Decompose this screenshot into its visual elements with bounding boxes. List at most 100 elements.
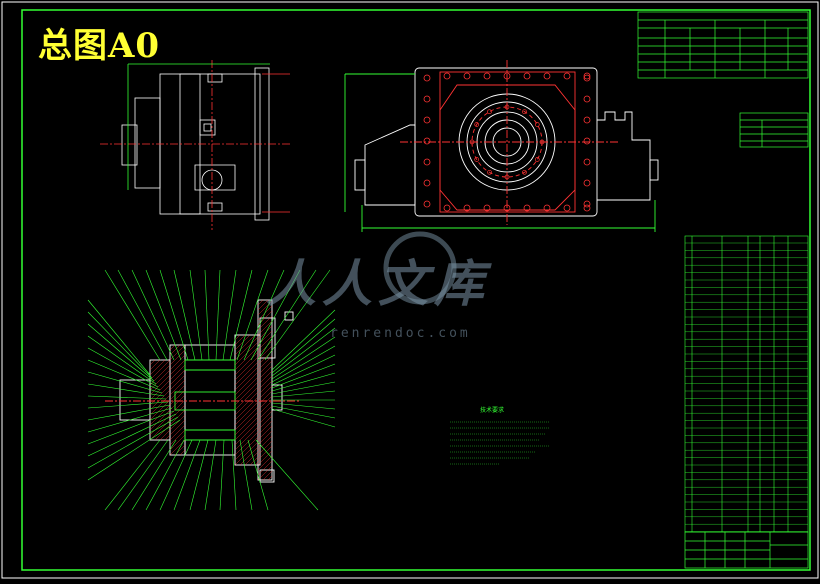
hatch-line [169,344,176,351]
watermark-text: 人人文库 [266,254,490,313]
leader-line [255,439,319,511]
bolt-hole [543,204,551,212]
hatch-line [234,334,261,361]
hatch-line [257,380,273,396]
leader-line [271,318,336,374]
inner-bolt-hole [522,169,527,175]
leader-line [87,383,165,397]
hatch-line [169,359,186,376]
hatch-line [149,404,171,426]
hatch-line [169,434,186,451]
leader-line [104,269,161,361]
hatch-line [257,455,273,471]
revision-table [637,11,809,79]
hatch-line [234,349,261,376]
hatch-line [234,399,261,426]
leader-line [87,410,175,445]
hatch-line [234,364,261,391]
bolt-hole [463,72,471,80]
hatch-line [257,390,273,406]
bolt-hole [483,72,491,80]
leader-line [271,363,336,389]
hatch-line [257,435,273,451]
hatch-line [234,394,261,421]
hatch-line [234,434,261,461]
spec-table [739,112,809,148]
bolt-hole [423,95,431,103]
inner-bolt-hole [504,104,510,110]
leader-line [87,401,169,409]
hatch-line [149,359,156,366]
watermark-url: renrendoc.com [330,326,471,341]
leader-line [131,269,175,361]
hatch-line [257,410,273,426]
leader-line [159,269,189,361]
leader-line [271,402,336,410]
leader-line [117,269,168,361]
hatch-line [169,424,186,441]
leader-line [271,309,336,371]
leader-line [204,269,210,361]
leader-line [173,269,196,361]
hatch-line [257,430,273,446]
leader-line [87,395,167,400]
hatch-line [257,400,273,416]
inner-bolt-hole [522,109,527,115]
bolt-hole [423,137,431,145]
leader-line [173,439,201,511]
hatch-line [234,379,261,406]
leader-line [271,405,336,419]
hatch-line [234,429,261,456]
hatch-line [257,425,273,441]
hatch-line [149,389,171,411]
hatch-line [164,434,171,441]
leader-line [87,359,161,391]
leader-line [145,269,182,361]
inner-bolt-hole [487,169,492,175]
leader-line [222,269,237,361]
hatch-line [149,369,171,391]
bolt-hole [563,72,571,80]
hatch-line [169,354,186,371]
hatch-line [169,404,186,421]
leader-line [271,327,336,377]
hatch-line [257,450,273,466]
hatch-line [169,369,186,386]
inner-bolt-hole [534,157,540,162]
hatch-line [257,415,273,431]
hatch-line [257,370,273,386]
hatch-line [257,465,273,481]
watermark-logo [383,231,457,305]
leader-line [250,269,301,361]
hatch-line [149,359,161,371]
hatch-line [179,449,186,456]
bolt-holes [423,72,591,212]
bolt-hole [423,200,431,208]
hatch-line [234,384,261,411]
hatch-line [257,299,269,311]
leader-line [257,269,317,361]
hatch-line [149,409,171,431]
technical-requirements-heading: 技术要求 [480,407,505,414]
leader-line [117,439,169,511]
title-block [684,531,809,569]
leader-line [229,269,253,361]
hatch-line [149,394,171,416]
bolt-hole [503,204,511,212]
hatch-line [234,404,261,431]
bolt-hole [463,204,471,212]
hatch-line [257,345,273,361]
technical-requirements-block [450,421,550,465]
bolt-hole [423,116,431,124]
inner-bolt-hole [474,122,480,127]
hatch-line [267,475,273,481]
bolt-hole [583,72,591,80]
hatch-line [234,439,261,466]
bolt-hole [583,137,591,145]
hatch-line [257,299,264,306]
hatch-line [149,364,171,386]
leader-line [87,323,155,382]
hatch-line [254,459,261,466]
hatch-line [234,389,261,416]
